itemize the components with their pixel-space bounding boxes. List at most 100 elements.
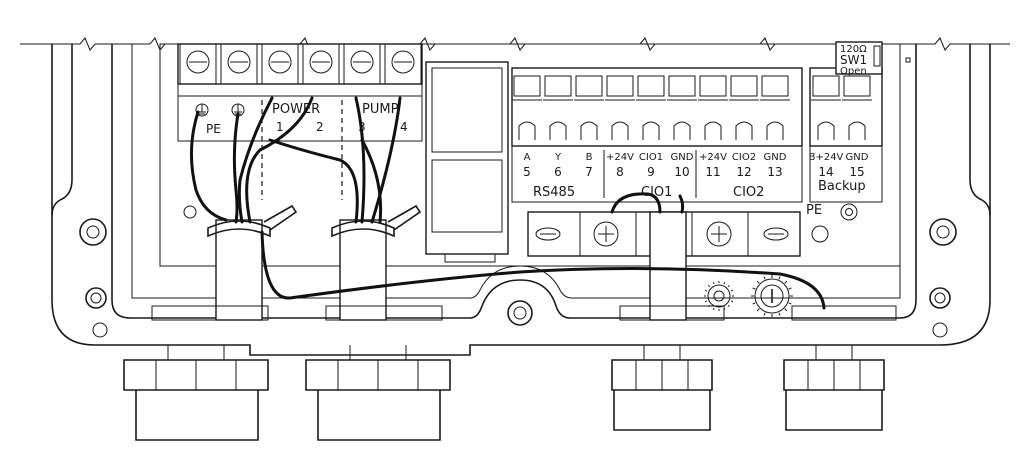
wire-cio-2 bbox=[678, 194, 685, 214]
mount-hole-left bbox=[79, 218, 107, 246]
dial-1-tick bbox=[727, 285, 730, 288]
dial-1-tick bbox=[727, 304, 730, 307]
terminal-2: 2 bbox=[316, 120, 324, 134]
earth-bar-screw-cross bbox=[711, 226, 727, 242]
signal-label: GND bbox=[671, 152, 694, 163]
signal-label: GND bbox=[846, 152, 869, 163]
dial-1-tick bbox=[708, 285, 711, 288]
dial-2-tick bbox=[784, 308, 788, 312]
signal-terminal-opening bbox=[735, 121, 753, 140]
dial-1-tick bbox=[730, 300, 734, 303]
power-label-strip bbox=[177, 95, 423, 142]
gland-3 bbox=[611, 359, 713, 431]
cable-cio bbox=[649, 211, 687, 321]
earth-bar-clamp bbox=[763, 227, 789, 241]
power-screw bbox=[391, 50, 415, 74]
signal-number: 11 bbox=[705, 165, 720, 179]
signal-label: Y bbox=[554, 152, 562, 163]
earth-screw bbox=[840, 203, 858, 221]
signal-terminal-cell bbox=[513, 75, 541, 97]
signal-terminal-opening bbox=[549, 121, 567, 140]
sw1-resistor: 120Ω bbox=[840, 44, 867, 55]
signal-terminal-cells bbox=[512, 75, 872, 140]
sw1-state: Open bbox=[840, 66, 867, 77]
signal-number: 12 bbox=[736, 165, 751, 179]
dial-2-tick bbox=[778, 276, 781, 280]
pcb-board bbox=[159, 43, 901, 267]
wire-pump-1 bbox=[354, 96, 366, 224]
signal-label: GND bbox=[764, 152, 787, 163]
enclosure-inner bbox=[59, 44, 983, 201]
group-rs485: RS485 bbox=[533, 185, 575, 200]
cable-pump bbox=[339, 219, 387, 321]
earth-bar-screw bbox=[706, 221, 732, 247]
enclosure-flange bbox=[51, 199, 991, 216]
group-cio2: CIO2 bbox=[733, 185, 764, 200]
group-cio1: CIO1 bbox=[641, 185, 672, 200]
terminal-1: 1 bbox=[276, 120, 284, 134]
signal-terminal-cell bbox=[668, 75, 696, 97]
signal-terminal-opening bbox=[673, 121, 691, 140]
wire-power-3 bbox=[268, 138, 359, 224]
wire-pump-2 bbox=[370, 96, 402, 224]
signal-number: 10 bbox=[674, 165, 689, 179]
enclosure-outer bbox=[51, 44, 991, 356]
address-dial-2 bbox=[754, 278, 790, 314]
signal-number: 5 bbox=[523, 165, 531, 179]
signal-number: 15 bbox=[849, 165, 864, 179]
wire-pe-2 bbox=[232, 112, 240, 224]
dial-2-tick bbox=[763, 312, 766, 316]
signal-label: B bbox=[586, 152, 593, 163]
dial-2-tick bbox=[788, 287, 792, 290]
signal-terminal-opening bbox=[580, 121, 598, 140]
signal-terminal-cell bbox=[699, 75, 727, 97]
pump-label: PUMP bbox=[362, 102, 399, 117]
dial-ticks bbox=[704, 275, 793, 317]
signal-terminal-cell bbox=[843, 75, 871, 97]
dial-1-tick bbox=[712, 281, 715, 285]
signal-terminal-opening bbox=[642, 121, 660, 140]
power-screw bbox=[227, 50, 251, 74]
signal-terminal-cell bbox=[575, 75, 603, 97]
center-screw-hole bbox=[507, 300, 533, 326]
signal-terminal-cell bbox=[761, 75, 789, 97]
signal-number: 8 bbox=[616, 165, 624, 179]
dial-2-tick bbox=[763, 276, 766, 280]
earth-bar-clamp bbox=[535, 227, 561, 241]
signal-number: 6 bbox=[554, 165, 562, 179]
dial-2-tick bbox=[788, 302, 792, 305]
signal-label: CIO2 bbox=[732, 152, 756, 163]
dial-2-tick bbox=[752, 302, 756, 305]
cable-tie-power bbox=[207, 220, 271, 238]
power-screw bbox=[268, 50, 292, 74]
dial-1-tick bbox=[723, 281, 726, 285]
gland-4 bbox=[783, 359, 885, 431]
signal-label: +24V bbox=[699, 152, 727, 163]
signal-terminal-cell bbox=[812, 75, 840, 97]
lid-lip bbox=[111, 44, 917, 319]
dial-2-tick bbox=[756, 308, 760, 312]
dial-2-tick bbox=[784, 280, 788, 284]
wire-pe-1 bbox=[189, 110, 228, 222]
signal-label: B+24V bbox=[809, 152, 844, 163]
gland-2 bbox=[305, 359, 451, 441]
signal-number: 9 bbox=[647, 165, 655, 179]
power-screw bbox=[309, 50, 333, 74]
wire-earth-long bbox=[260, 230, 826, 310]
signal-terminal-cell bbox=[606, 75, 634, 97]
signal-number: 14 bbox=[818, 165, 833, 179]
wire-power-2 bbox=[245, 96, 314, 224]
power-screw bbox=[186, 50, 210, 74]
signal-terminal-opening bbox=[611, 121, 629, 140]
signal-terminal-block bbox=[511, 67, 803, 147]
dial-1-tick bbox=[704, 300, 708, 303]
signal-number: 7 bbox=[585, 165, 593, 179]
dial-1-tick bbox=[712, 307, 715, 311]
dial-2-tick bbox=[778, 312, 781, 316]
dial-2-tick bbox=[752, 287, 756, 290]
signal-label: CIO1 bbox=[639, 152, 663, 163]
gland-1 bbox=[123, 359, 269, 441]
sw1-name: SW1 bbox=[840, 53, 867, 67]
dial-1-tick bbox=[704, 289, 708, 292]
